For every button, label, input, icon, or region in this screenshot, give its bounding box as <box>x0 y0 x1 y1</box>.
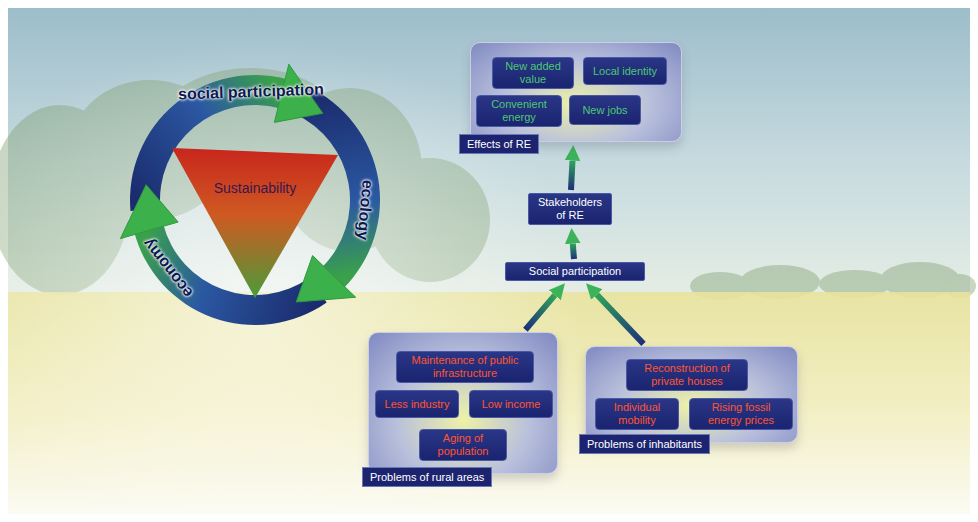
flow-arrow <box>525 295 554 330</box>
box-label: Maintenance of public infrastructure <box>401 354 529 379</box>
triangle-shape <box>172 148 338 298</box>
cycle-label: economy <box>140 234 197 300</box>
panel-heading: Problems of inhabitants <box>579 434 710 454</box>
box-label: Less industry <box>385 398 450 411</box>
box-label: Stakeholders of RE <box>533 196 607 221</box>
problem-box: Maintenance of public infrastructure <box>396 351 534 383</box>
effect-box: New jobs <box>569 95 641 125</box>
box-label: Aging of population <box>424 432 502 457</box>
cycle-arrowhead <box>296 256 356 302</box>
effect-box: Local identity <box>583 57 667 85</box>
problem-box: Aging of population <box>419 429 507 461</box>
light-fade <box>0 40 590 522</box>
effect-box: Convenient energy <box>476 95 562 127</box>
problem-box: Individual mobility <box>595 398 679 430</box>
panel-heading: Effects of RE <box>459 134 539 154</box>
flow-arrow <box>597 295 644 344</box>
box-label: Rising fossil energy prices <box>694 401 788 426</box>
effect-box: New added value <box>492 57 574 89</box>
problem-box: Rising fossil energy prices <box>689 398 793 430</box>
box-label: New jobs <box>582 104 627 117</box>
box-label: Social participation <box>529 265 621 278</box>
box-label: Local identity <box>593 65 657 78</box>
stakeholder-box: Stakeholders of RE <box>528 193 612 225</box>
problem-box: Reconstruction of private houses <box>626 359 748 391</box>
problem-box: Less industry <box>375 390 459 418</box>
cycle-label: social participation <box>178 81 324 104</box>
sustainability-triangle: Sustainability <box>172 148 338 298</box>
box-label: New added value <box>497 60 569 85</box>
cycle-bands <box>120 64 380 325</box>
cycle-arrowhead <box>120 185 178 239</box>
participation-box: Social participation <box>505 262 645 281</box>
cycle-label: ecology <box>353 179 376 241</box>
box-label: Low income <box>482 398 541 411</box>
box-label: Reconstruction of private houses <box>631 362 743 387</box>
inhabitant-problems-panel: Problems of inhabitantsReconstruction of… <box>585 346 798 443</box>
flow-arrow <box>573 244 574 259</box>
box-label: Convenient energy <box>481 98 557 123</box>
panel-heading: Problems of rural areas <box>362 467 492 487</box>
flow-arrow <box>571 161 573 190</box>
triangle-fill <box>172 148 338 298</box>
box-label: Individual mobility <box>600 401 674 426</box>
problem-box: Low income <box>469 390 553 418</box>
rural-problems-panel: Problems of rural areasMaintenance of pu… <box>368 332 558 474</box>
effects-panel: Effects of RENew added valueLocal identi… <box>470 42 682 142</box>
box-label: Sustainability <box>172 180 338 196</box>
